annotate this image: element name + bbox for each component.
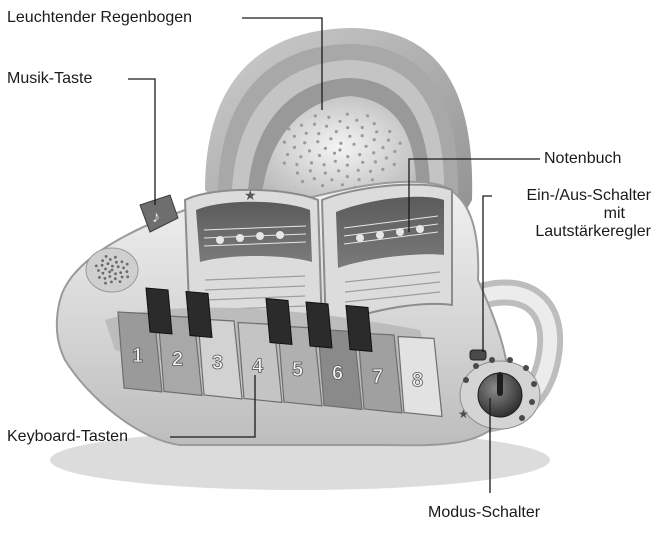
key-number-label: 8 [412,370,423,392]
label-keys: Keyboard-Tasten [7,428,128,446]
key-number-label: 4 [252,356,264,378]
label-power-line2: mit [495,205,655,223]
key-number-label: 2 [172,349,183,371]
music-note-icon: ♪ [152,209,160,226]
label-power-switch: Ein-/Aus-Schalter mit Lautstärkeregler [495,187,655,241]
label-power-line3: Lautstärkeregler [495,223,655,241]
key-number-label: 7 [372,366,383,388]
label-power-line1: Ein-/Aus-Schalter [495,187,655,205]
label-music-key: Musik-Taste [7,70,92,88]
black-key-3[interactable] [266,299,292,345]
black-key-4[interactable] [306,302,332,348]
label-rainbow: Leuchtender Regenbogen [7,9,192,27]
star-icon: ★ [458,407,469,421]
leader-music-key [128,79,155,205]
key-number-label: 6 [332,363,343,385]
label-songbook: Notenbuch [544,150,621,168]
black-key-1[interactable] [146,288,172,334]
black-key-2[interactable] [186,292,212,338]
black-key-5[interactable] [346,306,372,352]
key-number-label: 3 [212,352,223,374]
keyboard-key-8[interactable]: 8 [398,337,442,417]
key-number-label: 5 [292,359,303,381]
label-mode: Modus-Schalter [428,504,540,522]
star-icon: ★ [244,187,257,203]
key-number-label: 1 [132,345,143,367]
